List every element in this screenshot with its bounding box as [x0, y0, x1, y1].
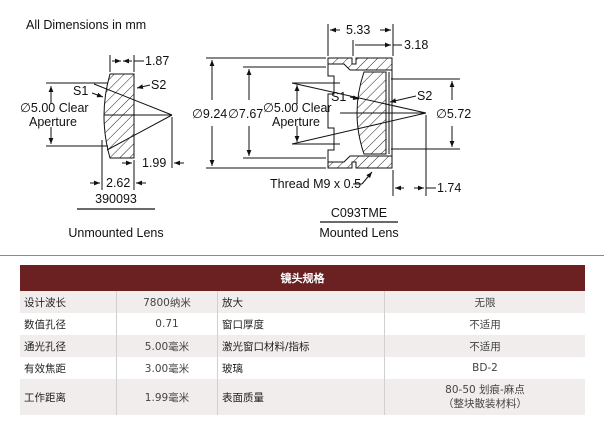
unmounted-s2-label: S2: [151, 78, 166, 92]
spec-key: 有效焦距: [20, 357, 117, 379]
unmounted-thickness-label: 1.87: [145, 54, 169, 68]
table-row: 工作距离 1.99毫米 表面质量 80-50 划痕-麻点 （整块散装材料）: [20, 379, 585, 415]
mounted-outer-diameter-label: ∅9.24: [192, 107, 227, 121]
spec-key: 数值孔径: [20, 313, 117, 335]
units-note: All Dimensions in mm: [26, 18, 146, 32]
spec-value-line: （整块散装材料）: [443, 398, 527, 410]
unmounted-s1-label: S1: [73, 84, 88, 98]
spec-key: 表面质量: [217, 379, 385, 415]
spec-value: 5.00毫米: [116, 335, 218, 357]
mounted-caption: Mounted Lens: [319, 226, 398, 240]
unmounted-lens-drawing: [46, 55, 184, 210]
unmounted-center-thickness-label: 2.62: [106, 176, 130, 190]
mounted-inner-diameter-label: ∅7.67: [228, 107, 263, 121]
unmounted-clear-aperture-label: ∅5.00 Clear: [20, 101, 89, 115]
mounted-s2-label: S2: [417, 89, 432, 103]
spec-key: 放大: [217, 291, 385, 313]
spec-table-title: 镜头规格: [20, 265, 585, 291]
mounted-working-distance-label: 1.74: [437, 181, 461, 195]
unmounted-part-number: 390093: [95, 192, 137, 206]
spec-value: BD-2: [384, 357, 585, 379]
mounted-clear-aperture-label: ∅5.00 Clear: [263, 101, 332, 115]
unmounted-clear-aperture-label-2: Aperture: [29, 115, 77, 129]
spec-key: 设计波长: [20, 291, 117, 313]
spec-key: 激光窗口材料/指标: [217, 335, 385, 357]
spec-key: 通光孔径: [20, 335, 117, 357]
lens-drawing: All Dimensions in mm 1.87 S1 S2 ∅5.00 Cl…: [20, 18, 471, 240]
spec-value: 不适用: [384, 335, 585, 357]
mounted-part-number: C093TME: [331, 206, 387, 220]
spec-value: 7800纳米: [116, 291, 218, 313]
spec-key: 窗口厚度: [217, 313, 385, 335]
spec-value-line: 80-50 划痕-麻点: [445, 384, 525, 396]
mounted-lens-drawing: [206, 24, 460, 223]
spec-value: 1.99毫米: [116, 379, 218, 415]
spec-key: 玻璃: [217, 357, 385, 379]
spec-value: 3.00毫米: [116, 357, 218, 379]
mounted-length-label: 5.33: [346, 23, 370, 37]
table-row: 设计波长 7800纳米 放大 无限: [20, 291, 585, 313]
mounted-s1-label: S1: [331, 90, 346, 104]
table-row: 通光孔径 5.00毫米 激光窗口材料/指标 不适用: [20, 335, 585, 357]
unmounted-lens-body: [103, 73, 135, 159]
spec-value: 无限: [384, 291, 585, 313]
lens-spec-table: 镜头规格 设计波长 7800纳米 放大 无限 数值孔径 0.71 窗口厚度 不适…: [20, 265, 585, 415]
spec-value: 80-50 划痕-麻点 （整块散装材料）: [384, 379, 585, 415]
mounted-exit-diameter-label: ∅5.72: [436, 107, 471, 121]
unmounted-caption: Unmounted Lens: [68, 226, 163, 240]
mounted-front-length-label: 3.18: [404, 38, 428, 52]
spec-key: 工作距离: [20, 379, 117, 415]
unmounted-working-distance-label: 1.99: [142, 156, 166, 170]
table-row: 数值孔径 0.71 窗口厚度 不适用: [20, 313, 585, 335]
mounted-clear-aperture-label-2: Aperture: [272, 115, 320, 129]
table-row: 有效焦距 3.00毫米 玻璃 BD-2: [20, 357, 585, 379]
section-divider: [0, 255, 604, 256]
mounted-thread-label: Thread M9 x 0.5: [270, 177, 361, 191]
spec-value: 不适用: [384, 313, 585, 335]
spec-value: 0.71: [116, 313, 218, 335]
